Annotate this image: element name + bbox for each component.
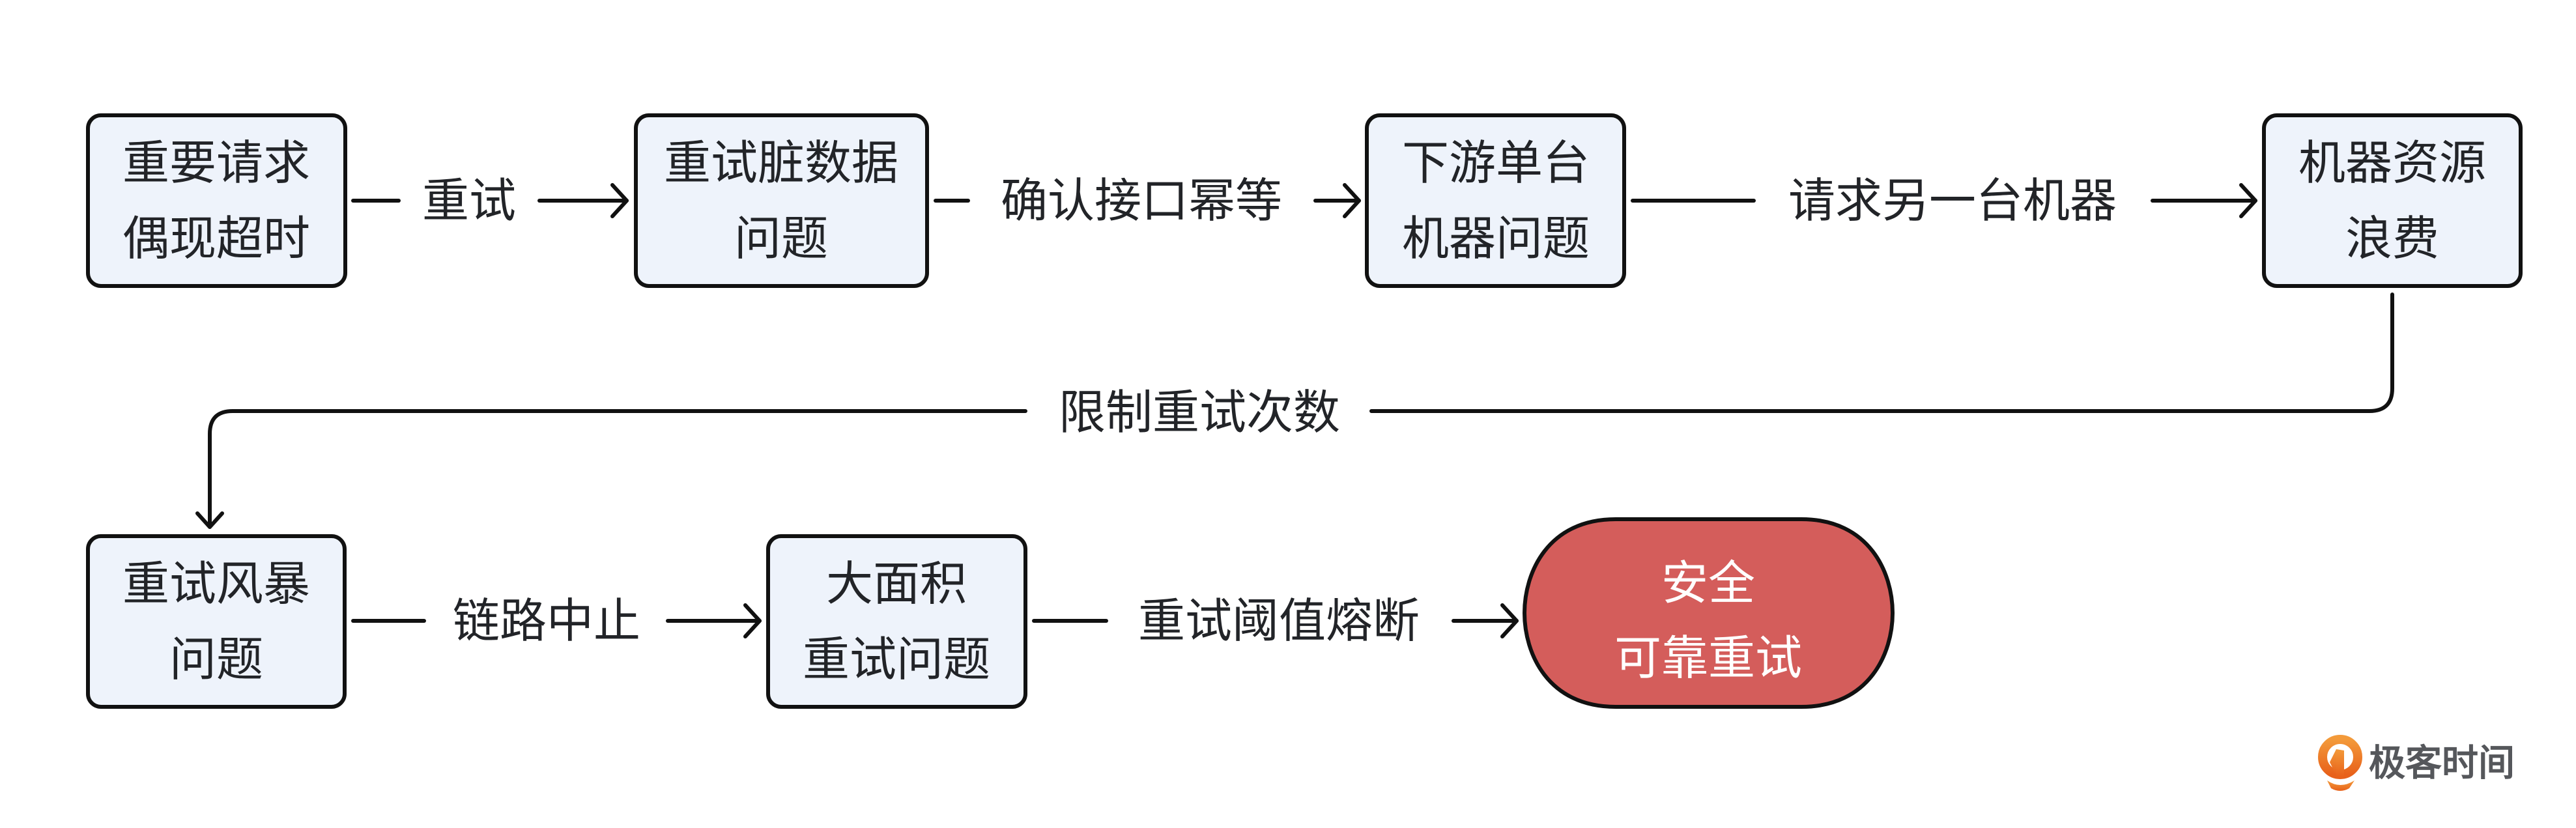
edge-line — [208, 409, 1027, 528]
node-line: 机器资源 — [2298, 136, 2486, 190]
node-line: 大面积 — [826, 556, 967, 611]
node-line: 浪费 — [2345, 211, 2439, 266]
edge-label: 请求另一台机器 — [1788, 173, 2117, 228]
node-line: 下游单台 — [1402, 136, 1590, 190]
edge-limit-retry-count: 限制重试次数 — [195, 293, 2394, 529]
edge-label: 重试阈值熔断 — [1138, 593, 1420, 648]
node-machine-resource-waste: 机器资源 浪费 — [2262, 113, 2523, 288]
edge-label: 确认接口幂等 — [1001, 173, 1282, 228]
arrow-right-icon — [1343, 183, 1361, 218]
node-line: 安全 — [1661, 556, 1755, 610]
edge-label: 重试 — [422, 173, 516, 228]
node-line: 问题 — [169, 632, 263, 687]
arrow-right-icon — [1500, 603, 1519, 638]
edge-chain-abort: 链路中止 — [351, 593, 762, 648]
node-box — [2262, 113, 2523, 288]
edge-retry-threshold-circuit-break: 重试阈值熔断 — [1032, 593, 1519, 648]
edge-line — [1369, 293, 2394, 413]
node-box — [86, 534, 347, 709]
node-box — [1365, 113, 1626, 288]
edge-retry: 重试 — [351, 173, 629, 228]
edge-label: 链路中止 — [453, 593, 640, 648]
node-large-scale-retry: 大面积 重试问题 — [766, 534, 1027, 709]
terminal-shape — [1522, 517, 1895, 709]
node-line: 重试风暴 — [122, 556, 310, 611]
node-box — [766, 534, 1027, 709]
node-line: 偶现超时 — [122, 211, 310, 266]
node-line: 可靠重试 — [1614, 631, 1802, 685]
node-line: 问题 — [734, 211, 828, 266]
watermark-text: 极客时间 — [2369, 743, 2515, 785]
node-downstream-single-machine: 下游单台 机器问题 — [1365, 113, 1626, 288]
arrow-right-icon — [610, 183, 629, 218]
node-box — [634, 113, 929, 288]
node-line: 重要请求 — [122, 136, 310, 190]
edge-confirm-idempotent: 确认接口幂等 — [934, 173, 1361, 228]
arrow-right-icon — [743, 603, 762, 638]
node-line: 重试脏数据 — [664, 136, 898, 190]
node-line: 机器问题 — [1402, 211, 1590, 266]
arrow-right-icon — [2239, 183, 2257, 218]
node-retry-storm: 重试风暴 问题 — [86, 534, 347, 709]
node-box — [86, 113, 347, 288]
arrow-down-icon — [195, 511, 224, 529]
watermark: 极客时间 — [2318, 735, 2515, 791]
geektime-logo-icon — [2318, 735, 2362, 791]
node-safe-reliable-retry: 安全 可靠重试 — [1522, 517, 1895, 709]
node-retry-dirty-data: 重试脏数据 问题 — [634, 113, 929, 288]
edge-label: 限制重试次数 — [1059, 385, 1340, 440]
node-line: 重试问题 — [803, 632, 990, 687]
edge-request-another-machine: 请求另一台机器 — [1631, 173, 2257, 228]
node-important-request-timeout: 重要请求 偶现超时 — [86, 113, 347, 288]
